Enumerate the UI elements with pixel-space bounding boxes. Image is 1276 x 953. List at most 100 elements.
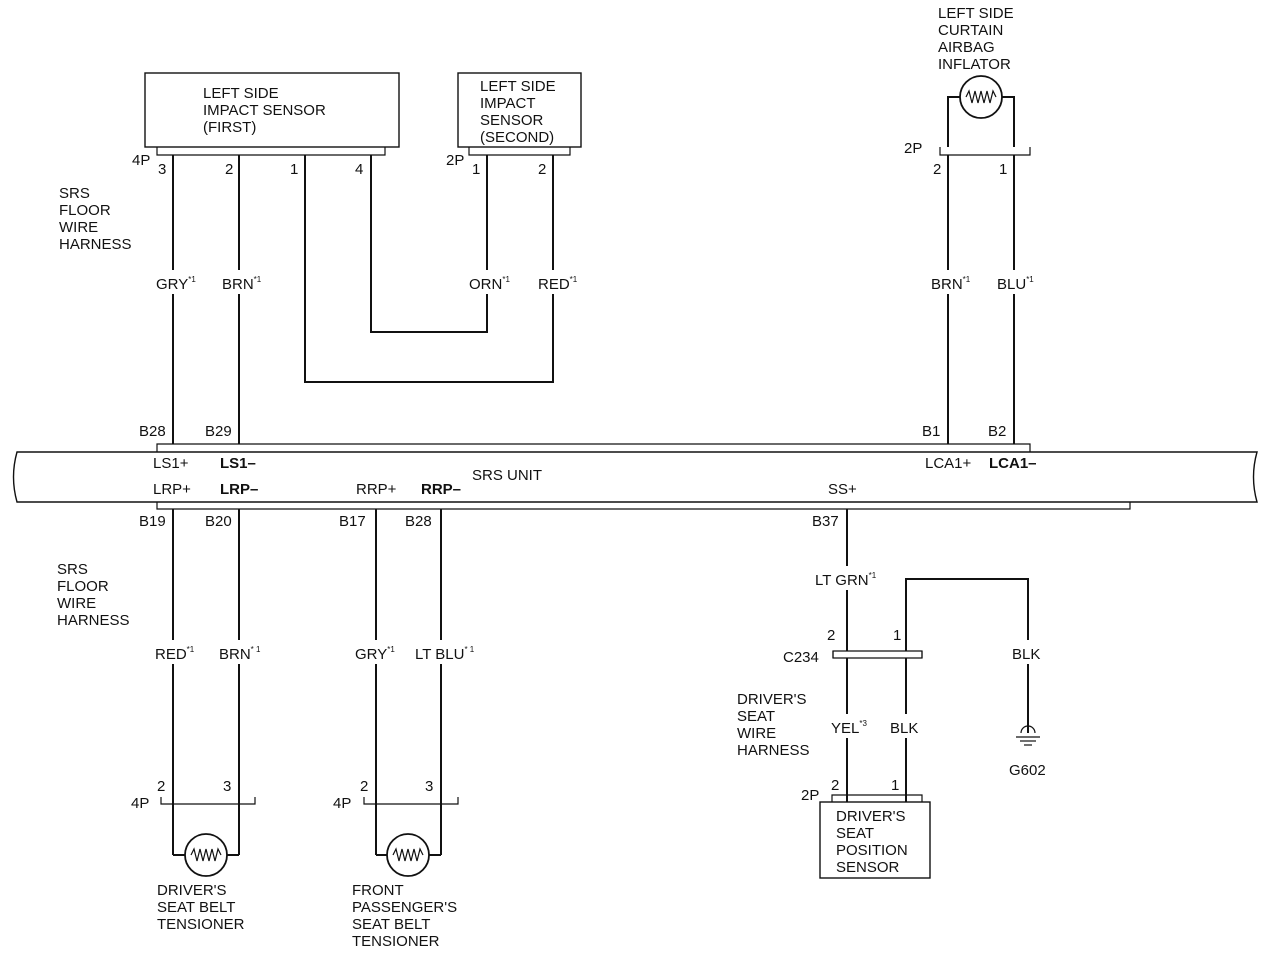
connector-size-driver-tensioner: 4P — [131, 795, 149, 812]
pin-label: 1 — [472, 161, 480, 178]
impact-sensor-first-label-3: (FIRST) — [203, 119, 256, 136]
pin-label: 1 — [999, 161, 1007, 178]
signal-label: LRP– — [220, 481, 258, 498]
driver-tensioner-resistor-icon — [184, 833, 228, 877]
harness-label: WIRE — [737, 725, 776, 742]
pin-label: 3 — [223, 778, 231, 795]
wire-orn — [370, 155, 488, 333]
inflator-label-4: INFLATOR — [938, 56, 1011, 73]
left-side-impact-sensor-second: LEFT SIDE IMPACT SENSOR (SECOND) 2P 1 2 — [446, 72, 582, 178]
wire-red-upper — [304, 155, 554, 383]
pin-label: 1 — [290, 161, 298, 178]
harness-label: SRS — [57, 561, 88, 578]
label-mask — [1008, 640, 1048, 664]
signal-label: LCA1+ — [925, 455, 972, 472]
passenger-tensioner-label: TENSIONER — [352, 933, 440, 950]
terminal-label: B29 — [205, 423, 232, 440]
zigzag-icon — [392, 847, 424, 862]
label-mask — [811, 566, 889, 590]
connector-size-sensor-second: 2P — [446, 152, 464, 169]
srs-upper-connector — [156, 443, 1031, 452]
passenger-tensioner-resistor-icon — [386, 833, 430, 877]
passenger-tensioner-label: PASSENGER'S — [352, 899, 457, 916]
label-mask — [215, 640, 273, 664]
connector-size-sensor-first: 4P — [132, 152, 150, 169]
label-mask — [992, 270, 1044, 294]
label-mask — [351, 640, 407, 664]
connector-c234-bottom — [832, 651, 923, 659]
srs-unit-title: SRS UNIT — [472, 467, 542, 484]
pin-label: 3 — [158, 161, 166, 178]
front-passengers-seat-belt-tensioner: 4P 2 3 FRONT PASSENGER'S SEAT BELT TENSI… — [333, 778, 459, 950]
terminal-label: B2 — [988, 423, 1006, 440]
srs-unit-body — [12, 451, 1258, 503]
connector-4p-passenger-tensioner — [363, 797, 459, 805]
pin-label: 3 — [425, 778, 433, 795]
terminal-label: B20 — [205, 513, 232, 530]
pin-label: 2 — [538, 161, 546, 178]
impact-sensor-first-label-2: IMPACT SENSOR — [203, 102, 326, 119]
connector-2p-sensor-second — [468, 147, 571, 156]
wire-color-brn-inflator: BRN*1 — [931, 275, 971, 293]
wire-color-blu-inflator: BLU*1 — [997, 275, 1034, 293]
ground-icon — [1016, 725, 1040, 746]
label-mask — [826, 714, 876, 738]
harness-label: FLOOR — [59, 202, 111, 219]
connector-2p-inflator — [939, 147, 1031, 156]
impact-sensor-second-label-2: IMPACT — [480, 95, 536, 112]
seat-sensor-label: POSITION — [836, 842, 908, 859]
srs-unit: B28 B29 B1 B2 LS1+ LS1– LCA1+ LCA1– SRS … — [12, 423, 1258, 530]
label-mask — [464, 270, 522, 294]
connector-4p-driver-tensioner — [160, 797, 256, 805]
inflator-label-1: LEFT SIDE — [938, 5, 1014, 22]
seat-sensor-label: SEAT — [836, 825, 874, 842]
left-side-impact-sensor-first: LEFT SIDE IMPACT SENSOR (FIRST) 4P 3 2 1… — [132, 72, 400, 178]
label-mask — [926, 270, 980, 294]
harness-label: SEAT — [737, 708, 775, 725]
passenger-tensioner-label: FRONT — [352, 882, 404, 899]
impact-sensor-first-label-1: LEFT SIDE — [203, 85, 279, 102]
harness-label: FLOOR — [57, 578, 109, 595]
impact-sensor-first-box — [144, 72, 400, 148]
seat-sensor-label: SENSOR — [836, 859, 900, 876]
harness-label: SRS — [59, 185, 90, 202]
driver-tensioner-label: TENSIONER — [157, 916, 245, 933]
connector-c234-top — [832, 650, 923, 658]
connector-c234-name: C234 — [783, 649, 819, 666]
wire-color-lt-blu: LT BLU* 1 — [415, 645, 475, 663]
driver-tensioner-label: SEAT BELT — [157, 899, 235, 916]
harness-label: DRIVER'S — [737, 691, 807, 708]
wire-color-brn-lower: BRN* 1 — [219, 645, 261, 663]
wire-color-blk-sensor: BLK — [890, 720, 918, 737]
connector-size-inflator: 2P — [904, 140, 922, 157]
label-mask — [410, 640, 492, 664]
driver-tensioner-label: DRIVER'S — [157, 882, 227, 899]
connector-size-seat-sensor: 2P — [801, 787, 819, 804]
impact-sensor-second-box — [457, 72, 582, 148]
wire-color-lt-grn: LT GRN*1 — [815, 571, 877, 589]
pin-label: 2 — [157, 778, 165, 795]
signal-label: LRP+ — [153, 481, 191, 498]
ground-arc — [1020, 725, 1036, 734]
pin-label: 4 — [355, 161, 363, 178]
zigzag-icon — [190, 847, 222, 862]
wire-color-yel: YEL*3 — [831, 719, 867, 737]
harness-label: WIRE — [59, 219, 98, 236]
pin-label: 1 — [893, 627, 901, 644]
signal-label: LS1– — [220, 455, 256, 472]
zigzag-icon — [965, 89, 997, 104]
impact-sensor-second-label-1: LEFT SIDE — [480, 78, 556, 95]
harness-label: HARNESS — [57, 612, 130, 629]
srs-floor-wire-harness-upper: SRS FLOOR WIRE HARNESS — [59, 185, 132, 253]
terminal-label: B19 — [139, 513, 166, 530]
left-side-curtain-airbag-inflator: LEFT SIDE CURTAIN AIRBAG INFLATOR 2P 2 1 — [904, 5, 1031, 178]
label-mask — [886, 714, 926, 738]
wire-color-red-upper: RED*1 — [538, 275, 578, 293]
impact-sensor-second-label-4: (SECOND) — [480, 129, 554, 146]
wire-color-orn: ORN*1 — [469, 275, 510, 293]
wire-color-red-lower: RED*1 — [155, 645, 195, 663]
label-mask — [217, 270, 273, 294]
label-mask — [150, 640, 206, 664]
pin-label: 2 — [827, 627, 835, 644]
